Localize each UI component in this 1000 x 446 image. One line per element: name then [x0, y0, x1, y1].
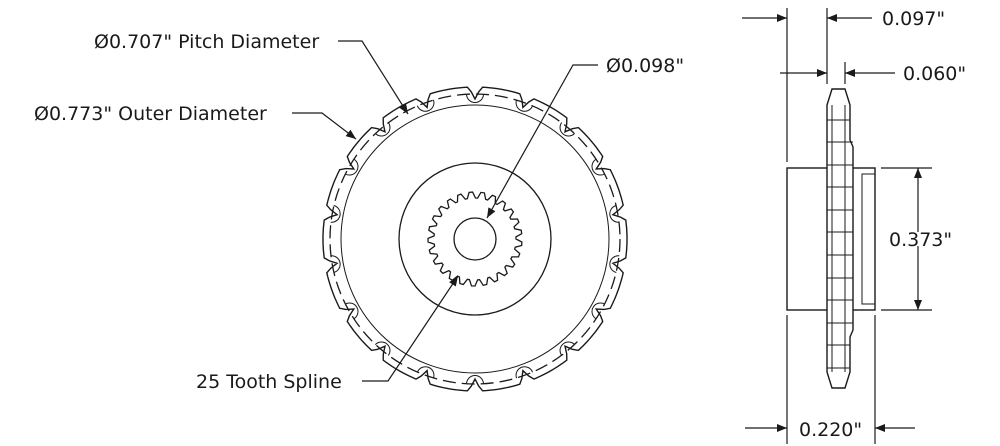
pitch-circle [329, 93, 621, 385]
dim-0373-label: 0.373" [889, 229, 952, 251]
sprocket-inner-outline [330, 93, 620, 385]
outer-diameter-label: Ø0.773" Outer Diameter [34, 103, 267, 125]
dim-0220-label: 0.220" [799, 419, 862, 441]
side-view [786, 88, 876, 389]
bore-circle [453, 217, 497, 261]
spline-outline [427, 191, 523, 287]
side-dimensions [742, 8, 932, 444]
bore-diameter-label: Ø0.098" [606, 55, 684, 77]
spline-leader [362, 275, 459, 382]
spline-label: 25 Tooth Spline [196, 371, 342, 393]
pitch-leader [338, 40, 409, 115]
front-view [322, 86, 628, 392]
outer-leader [292, 112, 357, 140]
pitch-diameter-label: Ø0.707" Pitch Diameter [94, 31, 319, 53]
sprocket-teeth-outline [322, 86, 628, 392]
bore-leader [486, 64, 598, 219]
front-leaders [292, 40, 598, 382]
side-hub-chamfer [861, 173, 876, 305]
hub-circle [398, 162, 552, 316]
side-plate [826, 88, 854, 389]
dim-0060-label: 0.060" [903, 63, 966, 85]
dim-0097-label: 0.097" [882, 8, 945, 30]
side-plate-tooth-lines [827, 105, 853, 372]
